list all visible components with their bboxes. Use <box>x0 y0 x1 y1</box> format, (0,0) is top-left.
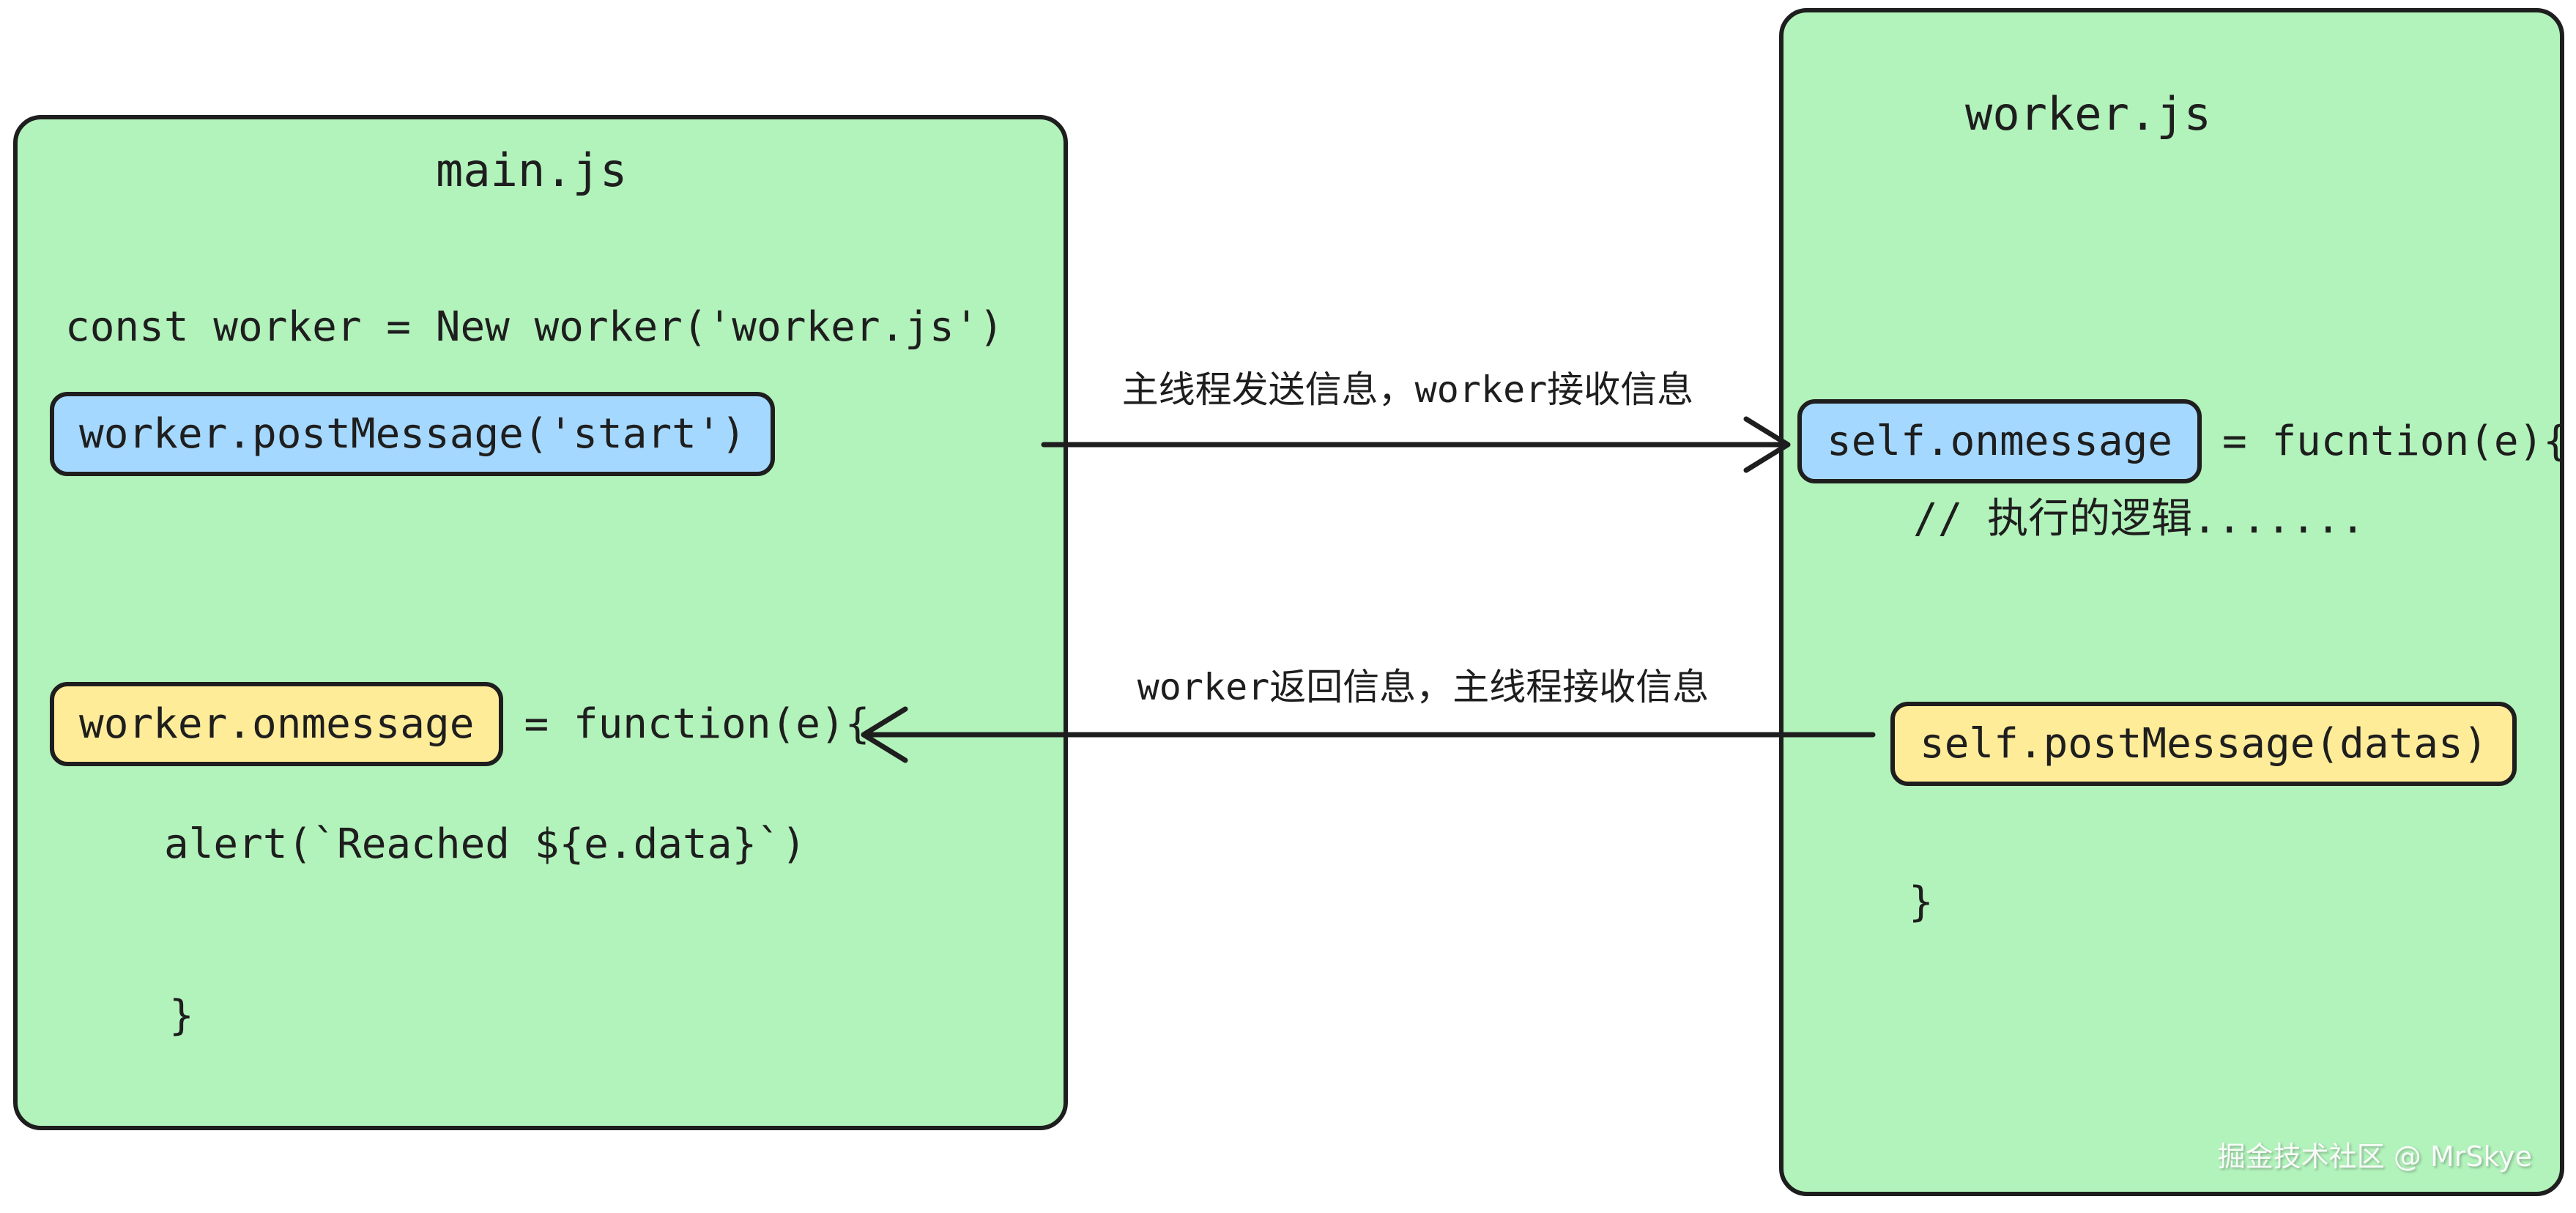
worker-closing-brace: } <box>1909 878 1934 926</box>
worker-onmessage-assignment: = function(e){ <box>524 700 870 748</box>
arrow-label-send: 主线程发送信息，worker接收信息 <box>1121 368 1694 411</box>
alert-line: alert(`Reached ${e.data}`) <box>164 820 806 868</box>
watermark: 掘金技术社区 @ MrSkye <box>2217 1140 2532 1173</box>
worker-onmessage-box: worker.onmessage <box>50 682 504 767</box>
self-onmessage-box: self.onmessage <box>1797 399 2202 484</box>
self-onmessage-assignment: = fucntion(e){ <box>2222 418 2569 465</box>
main-js-panel: main.js const worker = New worker('worke… <box>13 115 1068 1130</box>
arrow-label-receive: worker返回信息，主线程接收信息 <box>1137 666 1710 708</box>
worker-js-panel: worker.js self.onmessage = fucntion(e){ … <box>1779 8 2568 1196</box>
worker-comment-line: // 执行的逻辑....... <box>1913 495 2366 543</box>
worker-js-panel-title: worker.js <box>1965 87 2211 141</box>
worker-postmessage-box: worker.postMessage('start') <box>50 392 776 477</box>
self-postmessage-box: self.postMessage(datas) <box>1890 702 2517 787</box>
main-js-panel-title: main.js <box>436 144 628 197</box>
arrow-main-to-worker <box>1041 416 1791 473</box>
const-worker-line: const worker = New worker('worker.js') <box>65 303 1004 351</box>
main-closing-brace: } <box>169 992 194 1039</box>
